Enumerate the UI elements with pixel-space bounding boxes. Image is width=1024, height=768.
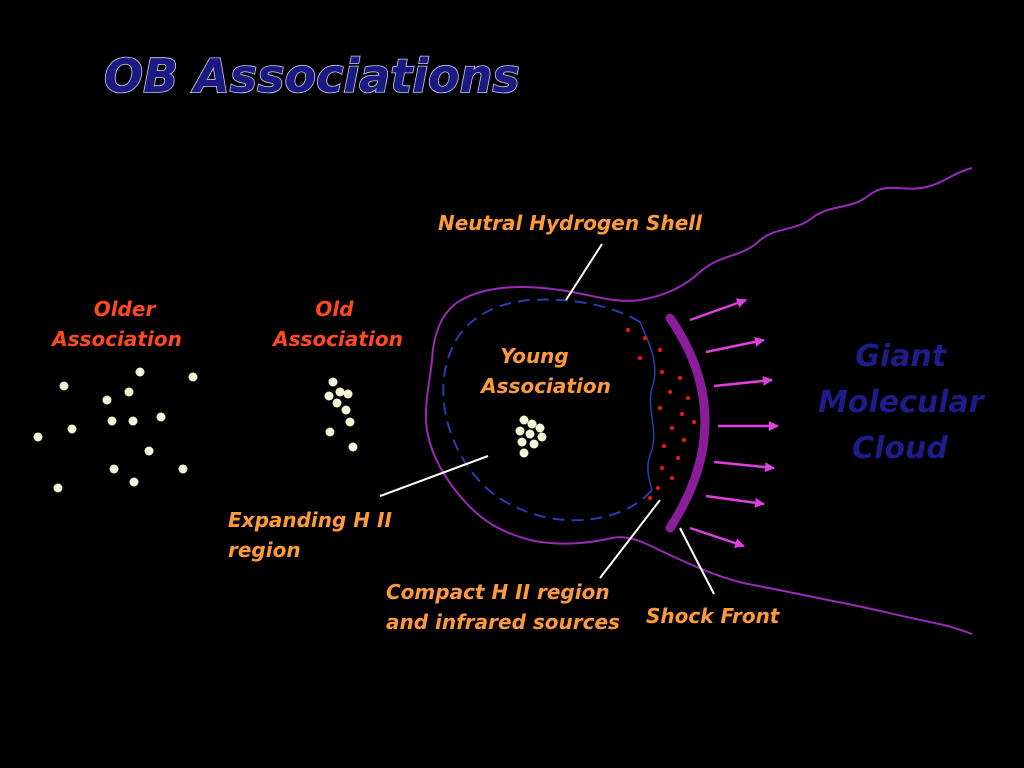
star	[515, 426, 525, 436]
label-neutral-hydrogen-shell: Neutral Hydrogen Shell	[438, 211, 703, 235]
red-dot	[625, 327, 631, 333]
older-association-stars	[33, 367, 198, 493]
star	[128, 416, 138, 426]
star	[102, 395, 112, 405]
red-dot	[647, 495, 653, 501]
star	[135, 367, 145, 377]
star	[144, 446, 154, 456]
star	[537, 432, 547, 442]
star	[33, 432, 43, 442]
star	[156, 412, 166, 422]
compact-h2-dots	[625, 327, 697, 501]
star	[325, 427, 335, 437]
star	[129, 477, 139, 487]
pointer-compact-h2	[599, 499, 661, 579]
red-dot	[685, 395, 691, 401]
shock-front-arc	[665, 313, 710, 533]
old-association-stars	[324, 377, 358, 452]
star	[107, 416, 117, 426]
star	[519, 448, 529, 458]
star	[527, 419, 537, 429]
red-dot	[669, 425, 675, 431]
shock-arrow	[713, 375, 773, 388]
red-dot	[637, 355, 643, 361]
shock-arrows	[689, 298, 779, 548]
pointer-neutral-shell	[565, 243, 603, 301]
star	[348, 442, 358, 452]
shock-arrow	[689, 526, 745, 548]
star	[341, 405, 351, 415]
star	[109, 464, 119, 474]
ionization-front	[639, 321, 656, 491]
star	[188, 372, 198, 382]
star	[529, 439, 539, 449]
pointer-expanding-h2	[379, 455, 489, 497]
red-dot	[679, 411, 685, 417]
red-dot	[691, 419, 697, 425]
red-dot	[655, 485, 661, 491]
star	[343, 389, 353, 399]
shock-arrow	[689, 298, 747, 322]
shock-arrow	[713, 460, 775, 473]
neutral-hydrogen-shell	[442, 298, 653, 522]
red-dot	[642, 335, 648, 341]
pointer-shock-front	[679, 527, 715, 595]
star	[53, 483, 63, 493]
red-dot	[661, 443, 667, 449]
page-title: OB Associations	[104, 49, 520, 103]
star	[535, 423, 545, 433]
red-dot	[659, 369, 665, 375]
star	[124, 387, 134, 397]
star	[324, 391, 334, 401]
red-dot	[667, 389, 673, 395]
star	[525, 429, 535, 439]
star	[178, 464, 188, 474]
red-dot	[657, 405, 663, 411]
label-old-association: Old Association	[271, 297, 403, 351]
star	[328, 377, 338, 387]
red-dot	[657, 347, 663, 353]
label-young-association: Young Association	[479, 344, 611, 398]
red-dot	[677, 375, 683, 381]
star	[59, 381, 69, 391]
star	[332, 398, 342, 408]
pointer-lines	[379, 243, 715, 595]
star	[517, 437, 527, 447]
star	[335, 387, 345, 397]
red-dot	[669, 475, 675, 481]
label-shock-front: Shock Front	[646, 604, 781, 628]
red-dot	[659, 465, 665, 471]
shock-arrow	[705, 336, 765, 354]
red-dot	[681, 437, 687, 443]
label-giant-molecular-cloud: Giant Molecular Cloud	[818, 339, 994, 466]
label-compact-h2-region: Compact H II region and infrared sources	[386, 580, 620, 634]
label-older-association: Older Association	[50, 297, 182, 351]
molecular-cloud-outline	[424, 167, 973, 635]
star	[67, 424, 77, 434]
shock-arrow	[705, 494, 765, 508]
star	[345, 417, 355, 427]
star	[519, 415, 529, 425]
young-association-stars	[515, 415, 547, 458]
label-expanding-h2-region: Expanding H II region	[228, 508, 399, 562]
red-dot	[675, 455, 681, 461]
